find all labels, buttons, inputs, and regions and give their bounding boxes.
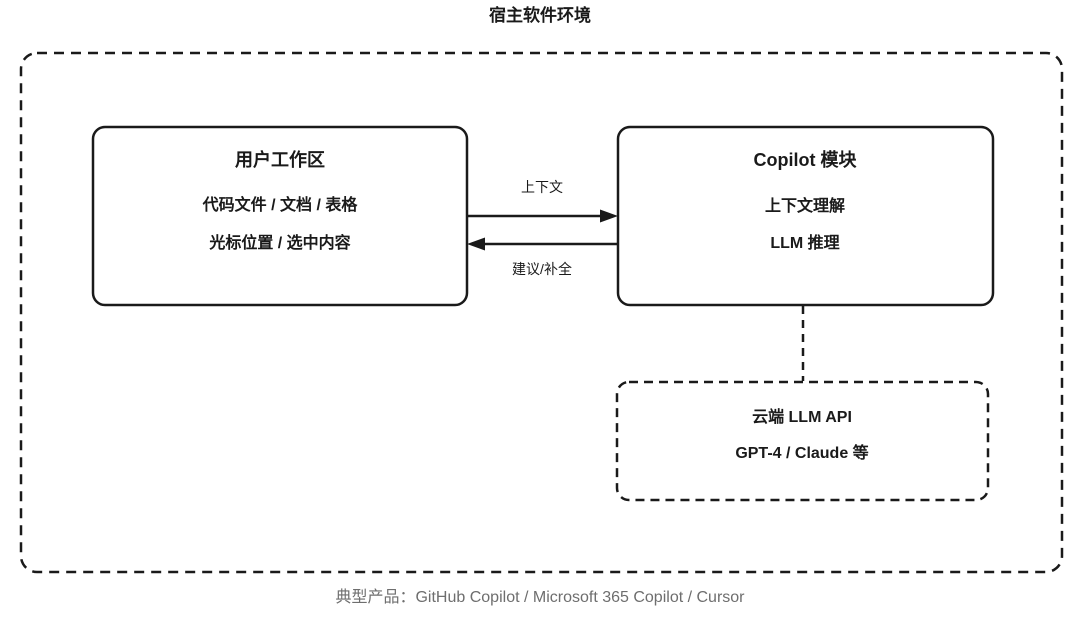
context-arrow [467, 209, 618, 223]
llm-api-node-line: 云端 LLM API [752, 409, 852, 426]
host-environment-frame [19, 51, 1064, 574]
copilot-node-title: Copilot 模块 [753, 150, 857, 170]
workspace-node-line: 代码文件 / 文档 / 表格 [202, 197, 358, 214]
workspace-node-line: 光标位置 / 选中内容 [209, 235, 351, 252]
suggestion-arrowhead [467, 237, 485, 251]
llm-api-node-line: GPT-4 / Claude 等 [735, 445, 869, 462]
copilot-node-line: LLM 推理 [770, 235, 840, 252]
llm-api-box-outline [615, 380, 990, 502]
context-arrowhead [600, 209, 618, 223]
workspace-node-title: 用户工作区 [235, 150, 325, 170]
typical-products-caption: 典型产品：GitHub Copilot / Microsoft 365 Copi… [335, 589, 745, 606]
copilot-node-line: 上下文理解 [764, 198, 846, 215]
suggestion-arrow [467, 237, 618, 251]
page-title: 宿主软件环境 [489, 6, 591, 25]
suggestion-edge-label: 建议/补全 [512, 261, 572, 277]
context-edge-label: 上下文 [521, 179, 563, 195]
